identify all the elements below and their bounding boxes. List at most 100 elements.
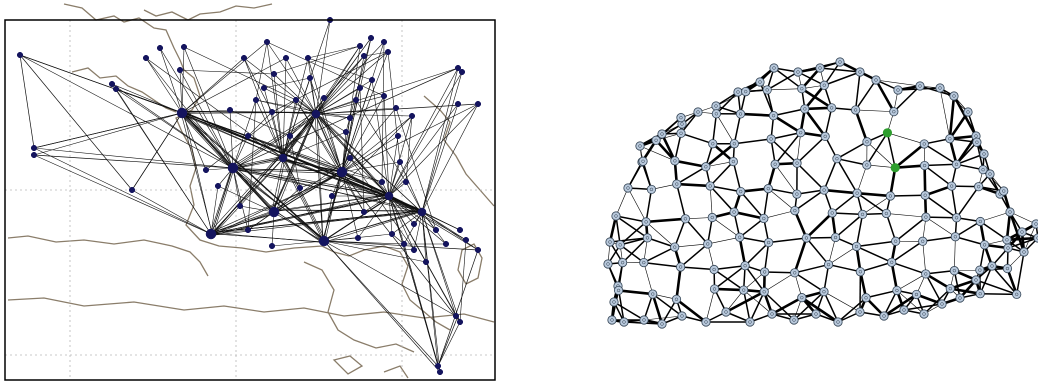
mesh-edge	[891, 240, 924, 263]
mesh-edge	[887, 132, 925, 145]
mesh-node-glyph	[675, 182, 679, 186]
network-edge	[341, 171, 359, 239]
mesh-edge	[883, 290, 898, 317]
network-edge	[323, 240, 415, 251]
mesh-node	[921, 269, 931, 279]
triangulated-mesh-panel	[598, 52, 1038, 338]
mesh-node	[919, 139, 929, 149]
mesh-node-glyph	[679, 131, 683, 135]
mesh-node-glyph	[800, 295, 804, 300]
mesh-edge	[739, 217, 765, 238]
mesh-node-highlighted	[890, 163, 900, 173]
mesh-edge	[763, 242, 770, 273]
mesh-node	[985, 169, 995, 179]
network-edge	[323, 240, 457, 317]
network-edge	[282, 159, 342, 172]
mesh-edge	[796, 132, 801, 164]
mesh-node-glyph	[938, 86, 942, 90]
mesh-node-glyph	[622, 320, 626, 324]
network-edge	[210, 185, 219, 235]
mesh-node	[978, 165, 988, 175]
mesh-edge	[712, 113, 718, 144]
mesh-edge	[979, 265, 993, 294]
mesh-edge	[715, 91, 739, 115]
mesh-node	[911, 289, 922, 300]
network-edge	[388, 195, 437, 231]
mesh-node-glyph	[732, 142, 736, 146]
network-node	[128, 186, 136, 194]
mesh-edge	[890, 262, 899, 291]
mesh-edge	[828, 246, 857, 265]
mesh-node-glyph	[1006, 246, 1010, 250]
mesh-edge	[950, 185, 958, 218]
network-edge	[183, 46, 234, 169]
mesh-node-glyph	[649, 187, 654, 192]
network-node	[384, 191, 394, 201]
mesh-edge	[796, 162, 825, 191]
mesh-edge	[643, 261, 681, 268]
mesh-node	[820, 131, 830, 141]
network-edge	[341, 115, 413, 173]
mesh-node	[770, 159, 780, 169]
network-edge	[205, 99, 297, 171]
network-edge	[282, 57, 287, 159]
network-node	[417, 207, 427, 217]
mesh-node	[619, 317, 629, 327]
network-node	[474, 246, 482, 254]
network-edge	[271, 240, 325, 247]
network-edge	[359, 87, 365, 213]
mesh-edge	[794, 272, 825, 293]
mesh-node	[764, 237, 774, 248]
mesh-edge	[823, 291, 861, 313]
network-edge	[388, 135, 399, 197]
network-edge	[341, 161, 401, 173]
mesh-edge	[856, 240, 896, 248]
network-edge	[179, 69, 275, 75]
mesh-edge	[739, 236, 769, 244]
mesh-edge	[738, 237, 747, 266]
mesh-node	[852, 188, 862, 198]
mesh-node	[790, 206, 800, 216]
map-frame	[4, 19, 496, 381]
mesh-edge	[725, 289, 744, 313]
network-edge	[341, 171, 461, 231]
network-edge	[341, 79, 373, 173]
network-edge	[232, 166, 276, 213]
mesh-edge	[773, 67, 803, 90]
network-edge	[181, 109, 231, 114]
network-edge	[233, 157, 282, 169]
mesh-node	[613, 285, 624, 296]
mesh-node-glyph	[739, 189, 743, 194]
mesh-node	[920, 190, 930, 200]
mesh-edge	[655, 139, 676, 162]
network-edge	[273, 73, 317, 115]
mesh-node-glyph	[958, 296, 962, 300]
mesh-edge	[862, 195, 891, 215]
mesh-node-glyph	[706, 242, 710, 246]
mesh-node	[851, 241, 862, 252]
mesh-edge	[768, 188, 796, 211]
mesh-node	[881, 208, 891, 219]
network-edge	[388, 67, 459, 197]
mesh-edge	[1007, 237, 1038, 249]
mesh-node-glyph	[914, 292, 919, 297]
mesh-node	[871, 75, 881, 85]
mesh-node-glyph	[922, 312, 926, 316]
mesh-node	[693, 107, 703, 117]
network-edge	[232, 167, 241, 207]
network-edge	[115, 88, 212, 235]
mesh-node-glyph	[714, 104, 718, 108]
mesh-node-glyph	[732, 210, 736, 214]
mesh-edge	[890, 194, 926, 197]
network-node	[270, 70, 278, 78]
mesh-node	[950, 232, 960, 242]
mesh-node-glyph	[855, 191, 859, 195]
mesh-edge	[615, 215, 621, 245]
mesh-node	[975, 289, 985, 299]
network-node	[292, 96, 300, 104]
mesh-edge	[866, 164, 896, 169]
mesh-edge	[856, 245, 893, 264]
mesh-node	[827, 103, 837, 113]
mesh-node	[945, 134, 955, 144]
network-node	[434, 362, 442, 370]
